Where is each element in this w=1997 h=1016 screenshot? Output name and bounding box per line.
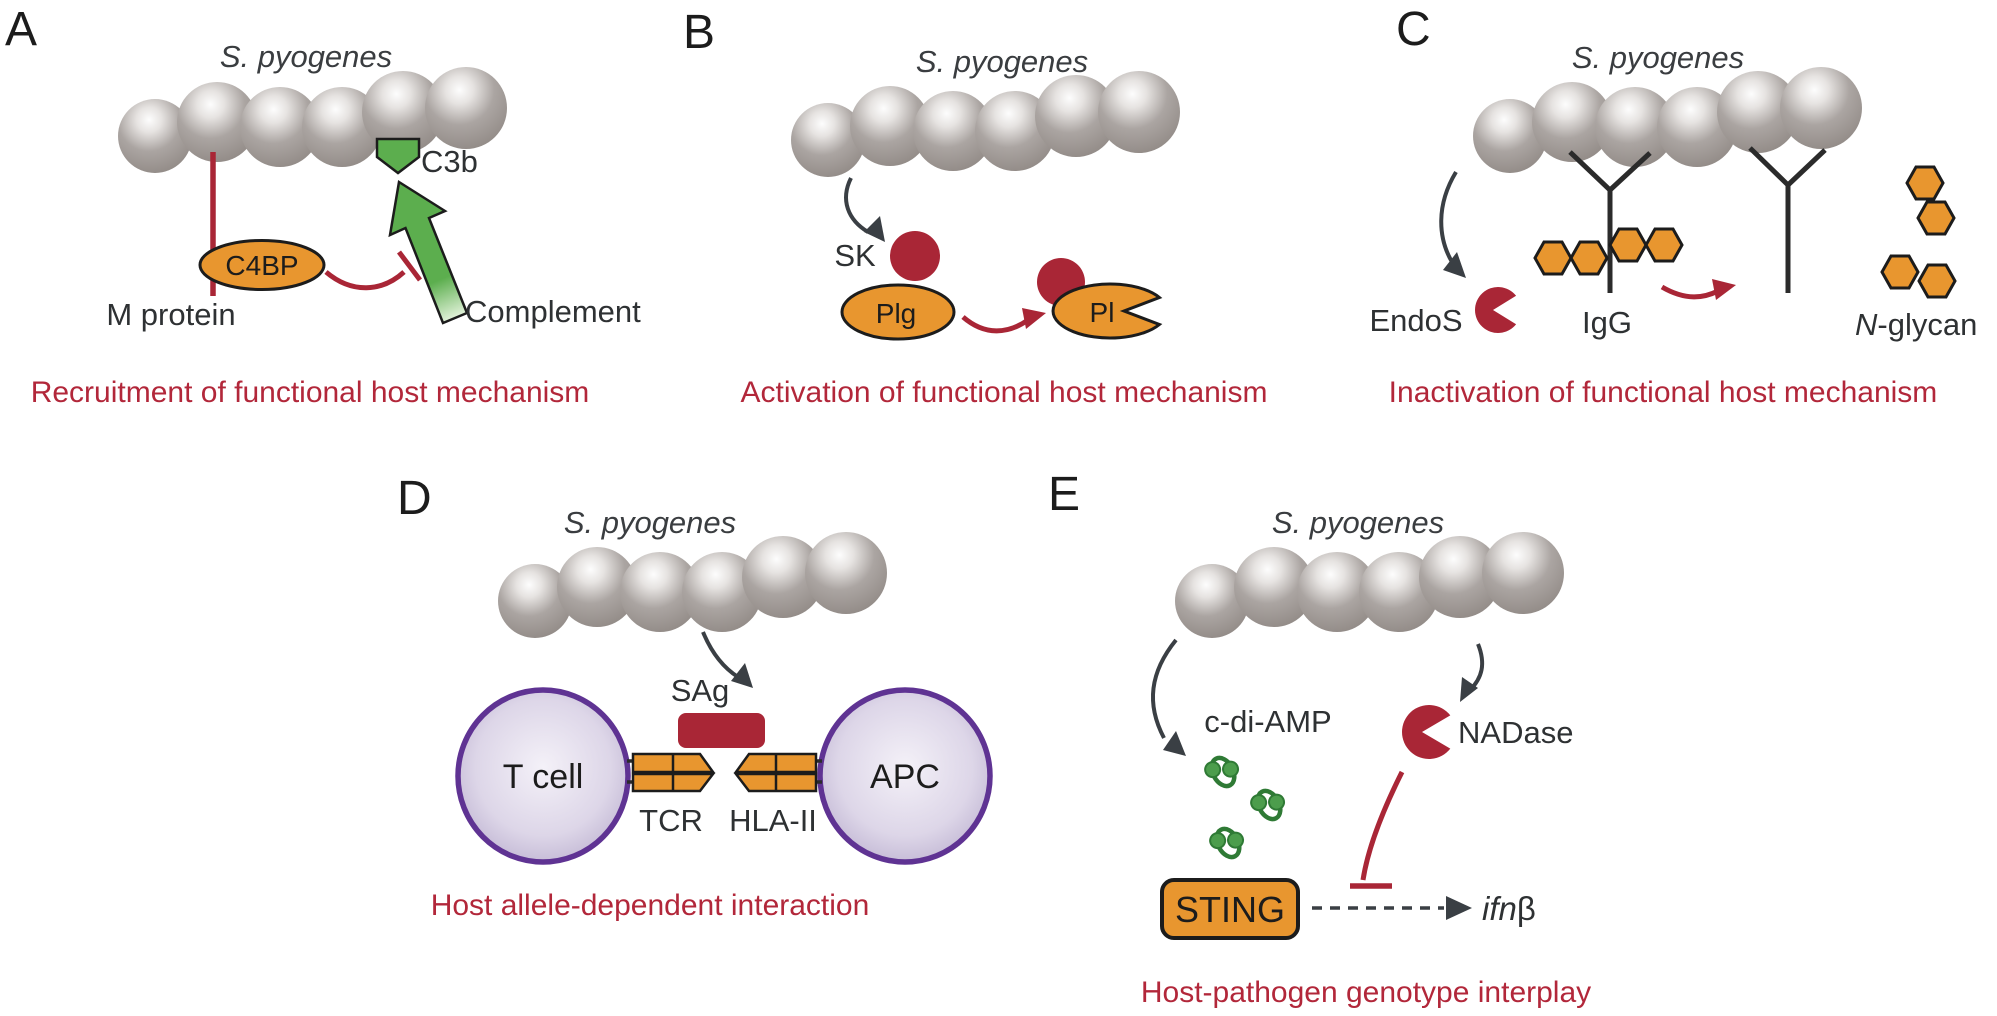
panel-b: B S. pyogenes SK Plg Pl Activation of fu… [683,6,1267,409]
conversion-arrow [961,315,1030,334]
secretion-arrowhead-c [1443,252,1466,278]
organism-label-e: S. pyogenes [1272,505,1444,540]
caption-d: Host allele-dependent interaction [431,889,870,922]
secretion-arrow-e-right [1468,643,1485,692]
bacteria-chain-c [1473,67,1862,173]
cleavage-arrowhead [1712,279,1736,300]
secretion-arrowhead-d [731,663,753,688]
n-glycan-label-italic-n: N [1855,307,1878,342]
inhibition-bar-a [397,250,422,282]
igg-antibody-glycosylated [1568,150,1652,293]
c3b-pentagon [375,137,421,175]
caption-a: Recruitment of functional host mechanism [31,376,590,409]
ifnb-label-italic: ifn [1482,890,1517,927]
panel-e-letter: E [1048,468,1080,521]
ifnb-label-beta: β [1517,890,1536,927]
nadase-enzyme [1402,705,1451,759]
c4bp-ellipse [198,239,326,291]
inhibition-arc-e [1360,770,1405,881]
conversion-arrowhead [1022,308,1046,329]
sag-label: SAg [671,673,730,708]
free-glycan-hexagon [1917,263,1957,299]
apc-label: APC [870,758,940,796]
t-cell [455,687,631,865]
complement-arrow [388,179,469,325]
free-glycan-hexagon [1916,200,1956,236]
secretion-arrowhead-e-right [1460,677,1478,702]
bacteria-chain-b [791,71,1180,177]
endos-enzyme [1475,287,1517,334]
caption-e: Host-pathogen genotype interplay [1141,976,1591,1009]
cdiamp-molecule [1202,751,1243,792]
cleavage-arrow [1660,284,1720,300]
tcr-receptor [627,752,716,793]
organism-label-d: S. pyogenes [564,505,736,540]
sk-circle [890,231,940,281]
plg-ellipse [840,283,956,341]
glycan-hexagon [1608,227,1648,263]
inhibition-arc-a [324,270,406,291]
t-cell-label: T cell [503,758,584,796]
panel-c: C S. pyogenes EndoS IgG [1369,3,1977,409]
free-glycan-hexagon [1905,165,1945,201]
free-glycan-hexagon [1880,254,1920,290]
hla-label: HLA-II [729,803,817,838]
glycan-hexagon [1569,240,1609,276]
n-glycan-label-suffix: -glycan [1877,307,1977,342]
sag-block [678,713,765,748]
caption-b: Activation of functional host mechanism [741,376,1268,409]
m-protein-label: M protein [106,297,235,332]
igg-label: IgG [1582,305,1632,340]
secretion-arrowhead-e-left [1163,731,1186,756]
c3b-label: C3b [421,144,478,179]
c4bp-label: C4BP [225,250,298,281]
glycan-hexagon [1644,227,1684,263]
apc-cell [817,687,993,865]
caption-c: Inactivation of functional host mechanis… [1389,376,1938,409]
organism-label-b: S. pyogenes [916,44,1088,79]
sting-label: STING [1175,889,1285,930]
complement-label: Complement [465,294,641,329]
panel-d-letter: D [397,472,432,525]
organism-label-c: S. pyogenes [1572,40,1744,75]
panel-d: D S. pyogenes T cell APC SAg T [397,472,993,922]
endos-label: EndoS [1369,303,1462,338]
secretion-arrow-b [844,177,870,234]
bacteria-chain-d [498,532,887,638]
nadase-label: NADase [1458,715,1573,750]
glycan-hexagon [1533,240,1573,276]
plg-label: Plg [876,298,916,329]
sk-label: SK [834,238,876,273]
igg-antibody-deglycosylated [1748,146,1827,293]
sting-box [1160,878,1300,940]
panel-e: E S. pyogenes c-di-AMP NADase STING ifnβ… [1048,468,1591,1009]
panel-a: A S. pyogenes C4BP M protein C3b Complem… [5,3,641,409]
panel-c-letter: C [1396,3,1431,56]
bacteria-chain-e [1175,532,1564,638]
panel-a-letter: A [5,3,37,56]
secretion-arrow-c [1439,170,1458,264]
cdiamp-label: c-di-AMP [1204,704,1331,739]
hla-ii-receptor [733,752,822,793]
ifnb-label: ifnβ [1482,890,1536,927]
cdiamp-molecule [1248,784,1289,825]
n-glycan-label: N-glycan [1855,307,1977,342]
pl-shape [1051,282,1163,340]
organism-label-a: S. pyogenes [220,39,392,74]
tcr-label: TCR [639,803,703,838]
panel-b-letter: B [683,6,715,59]
cdiamp-molecule [1207,822,1248,863]
secretion-arrow-e-left [1151,638,1178,739]
secretion-arrowhead-b [864,216,885,242]
induction-arrowhead [1446,896,1472,920]
secretion-arrow-d [701,631,740,679]
pl-label: Pl [1090,297,1115,328]
